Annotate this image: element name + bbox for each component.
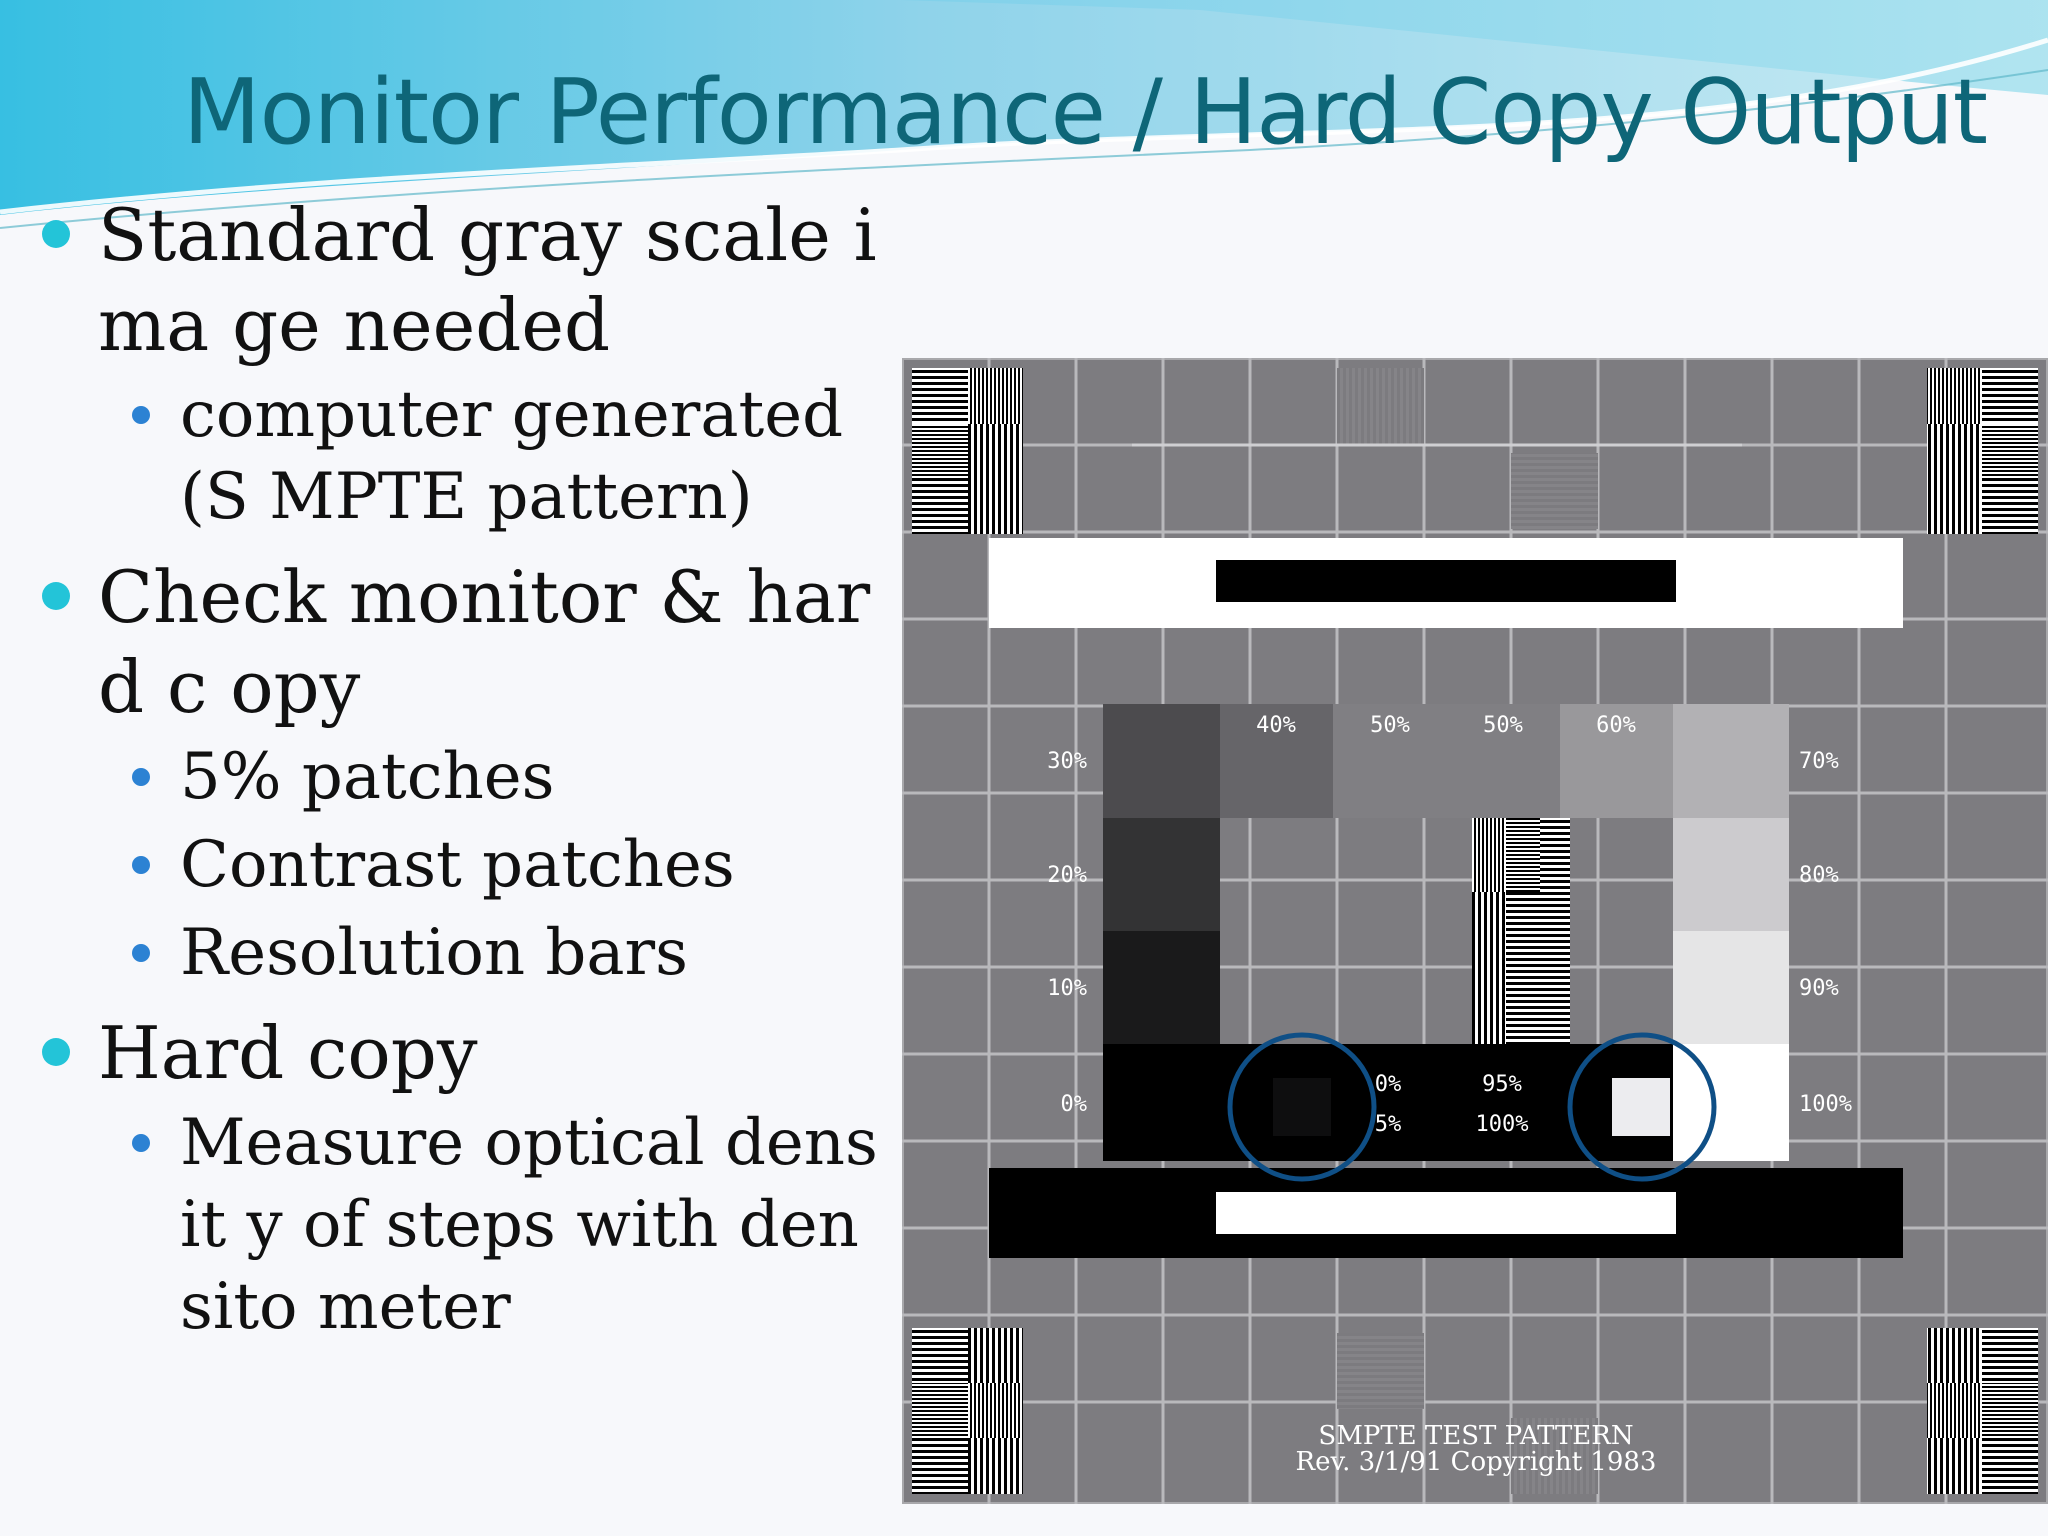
slide-title: Monitor Performance / Hard Copy Output — [182, 60, 1988, 165]
patch-30 — [1103, 704, 1220, 818]
resolution-bars-top-right — [1927, 368, 2038, 534]
patch-70 — [1673, 704, 1789, 818]
caption-line-2: Rev. 3/1/91 Copyright 1983 — [1296, 1447, 1657, 1477]
pattern-caption: SMPTE TEST PATTERN Rev. 3/1/91 Copyright… — [1296, 1421, 1657, 1477]
sub-bullet-text: computer generated (S MPTE pattern) — [180, 378, 844, 534]
label-70: 70% — [1799, 749, 1839, 774]
low-contrast-bars — [1511, 1418, 1598, 1494]
bullet-marker-icon — [42, 582, 70, 610]
bullet-marker-icon — [42, 1038, 70, 1066]
sub-bullet-marker-icon — [132, 406, 150, 424]
label-50a: 50% — [1370, 713, 1410, 738]
patch-50b — [1446, 704, 1560, 818]
white-bar — [1216, 1192, 1676, 1234]
bullet-item: Hard copy Measure optical densit y of st… — [30, 1008, 880, 1348]
sub-bullet-item: Resolution bars — [30, 912, 880, 994]
header-wave-decoration — [0, 0, 2048, 229]
patch-60 — [1560, 704, 1673, 818]
contrast-patch-5 — [1273, 1078, 1331, 1136]
bullet-item: Standard gray scale ima ge needed comput… — [30, 190, 880, 538]
black-bar — [1216, 560, 1676, 602]
contrast-patch-95 — [1612, 1078, 1670, 1136]
patch-80 — [1673, 818, 1789, 931]
sub-bullet-marker-icon — [132, 768, 150, 786]
contrast-label-0: 0% — [1375, 1072, 1402, 1097]
patch-10 — [1103, 931, 1220, 1044]
patch-100 — [1673, 1044, 1789, 1161]
highlight-circle-left — [1227, 1032, 1377, 1182]
sub-bullet-text: Contrast patches — [180, 828, 735, 902]
label-80: 80% — [1799, 863, 1839, 888]
sub-bullet-marker-icon — [132, 1134, 150, 1152]
smpte-test-pattern: 0% 10% 20% 30% 40% 50% 50% 60% 70% 80% 9… — [902, 358, 2048, 1504]
label-100: 100% — [1799, 1092, 1852, 1117]
sub-bullet-item: 5% patches — [30, 736, 880, 818]
label-60: 60% — [1596, 713, 1636, 738]
label-50b: 50% — [1483, 713, 1523, 738]
bullet-text: Standard gray scale ima ge needed — [98, 193, 877, 367]
patch-40 — [1220, 704, 1333, 818]
sub-bullet-marker-icon — [132, 856, 150, 874]
low-contrast-bars — [1337, 1333, 1424, 1409]
bullet-marker-icon — [42, 220, 70, 248]
patch-0 — [1103, 1044, 1220, 1161]
highlight-circle-right — [1567, 1032, 1717, 1182]
bullet-text: Check monitor & hard c opy — [98, 555, 871, 729]
sub-bullet-text: Measure optical densit y of steps with d… — [180, 1106, 878, 1344]
resolution-bars-bottom-left — [912, 1328, 1023, 1494]
center-resolution-bars — [1472, 818, 1570, 1044]
patch-50a — [1333, 704, 1446, 818]
patch-20 — [1103, 818, 1220, 931]
resolution-bars-top-left — [912, 368, 1023, 534]
patch-labels: 0% 10% 20% 30% 40% 50% 50% 60% 70% 80% 9… — [1047, 713, 1852, 1137]
resolution-bars-bottom-right — [1927, 1328, 2038, 1494]
sub-bullet-text: 5% patches — [180, 740, 555, 814]
sub-bullet-list: computer generated (S MPTE pattern) — [98, 374, 880, 538]
sub-bullet-marker-icon — [132, 944, 150, 962]
low-contrast-bars — [1511, 453, 1598, 529]
low-contrast-bars — [1337, 368, 1424, 444]
sub-bullet-text: Resolution bars — [180, 916, 688, 990]
bullet-text: Hard copy — [98, 1011, 478, 1095]
label-20: 20% — [1047, 863, 1087, 888]
label-90: 90% — [1799, 976, 1839, 1001]
contrast-label-95: 95% — [1482, 1072, 1522, 1097]
sub-bullet-item: Measure optical densit y of steps with d… — [30, 1102, 880, 1348]
contrast-label-100: 100% — [1476, 1112, 1529, 1137]
sub-bullet-list: Measure optical densit y of steps with d… — [98, 1102, 880, 1348]
patch-90 — [1673, 931, 1789, 1044]
sub-bullet-list: 5% patches Contrast patches Resolution b… — [98, 736, 880, 994]
label-10: 10% — [1047, 976, 1087, 1001]
sub-bullet-item: Contrast patches — [30, 824, 880, 906]
bullet-item: Check monitor & hard c opy 5% patches Co… — [30, 552, 880, 994]
label-0: 0% — [1061, 1092, 1088, 1117]
sub-bullet-item: computer generated (S MPTE pattern) — [30, 374, 880, 538]
label-30: 30% — [1047, 749, 1087, 774]
caption-line-1: SMPTE TEST PATTERN — [1318, 1421, 1633, 1451]
contrast-label-5: 5% — [1375, 1112, 1402, 1137]
bullet-list: Standard gray scale ima ge needed comput… — [30, 190, 880, 1362]
gray-scale-patches — [1103, 704, 1789, 1161]
label-40: 40% — [1256, 713, 1296, 738]
